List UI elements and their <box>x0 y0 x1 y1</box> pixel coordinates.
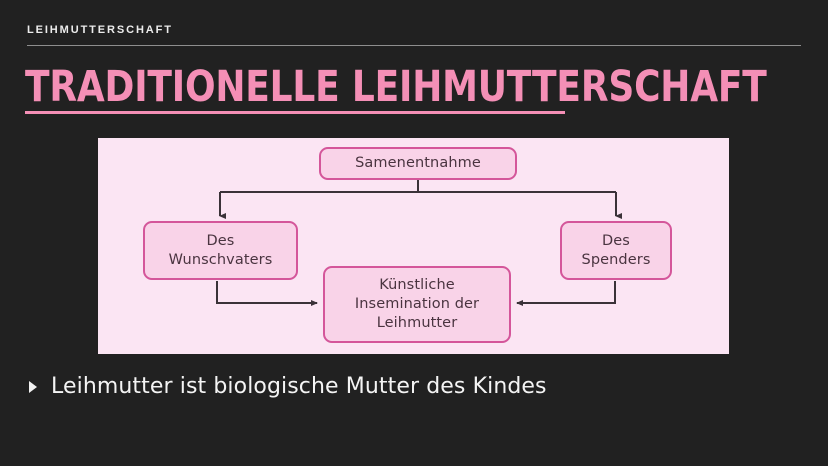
flow-node-center-line1: Künstliche <box>379 277 455 293</box>
page-title: TRADITIONELLE LEIHMUTTERSCHAFT <box>25 62 767 112</box>
flow-node-spender: Des Spenders <box>560 221 672 280</box>
slide-eyebrow-label: LEIHMUTTERSCHAFT <box>27 24 173 36</box>
flow-node-left-line2: Wunschvaters <box>168 251 273 268</box>
flow-diagram: Samenentnahme Des Wunschvaters Des Spend… <box>98 138 729 354</box>
flow-connectors <box>216 180 622 306</box>
flow-node-wunschvater: Des Wunschvaters <box>143 221 298 280</box>
title-underline <box>25 111 565 114</box>
connector-right-to-center <box>516 281 616 306</box>
flow-node-center-label: Künstliche Insemination der Leihmutter <box>355 276 479 333</box>
connector-left-to-center <box>216 281 318 306</box>
flow-node-center-line2: Insemination der <box>354 296 480 312</box>
page-title-block: TRADITIONELLE LEIHMUTTERSCHAFT <box>25 64 822 114</box>
flow-node-right-label: Des Spenders <box>582 232 651 270</box>
flow-node-insemination: Künstliche Insemination der Leihmutter <box>323 266 511 343</box>
bullet-list-item: Leihmutter ist biologische Mutter des Ki… <box>29 374 547 399</box>
flow-node-right-line2: Spenders <box>581 251 651 268</box>
header-divider <box>27 45 801 46</box>
flow-node-right-line1: Des <box>602 232 630 249</box>
flow-node-left-line1: Des <box>206 232 235 249</box>
bullet-item-label: Leihmutter ist biologische Mutter des Ki… <box>51 374 547 399</box>
flow-node-samenentnahme: Samenentnahme <box>319 147 517 180</box>
triangle-right-icon <box>29 380 37 393</box>
flow-node-top-label: Samenentnahme <box>355 155 481 171</box>
flow-node-left-label: Des Wunschvaters <box>169 232 273 270</box>
flow-node-center-line3: Leihmutter <box>376 315 458 331</box>
